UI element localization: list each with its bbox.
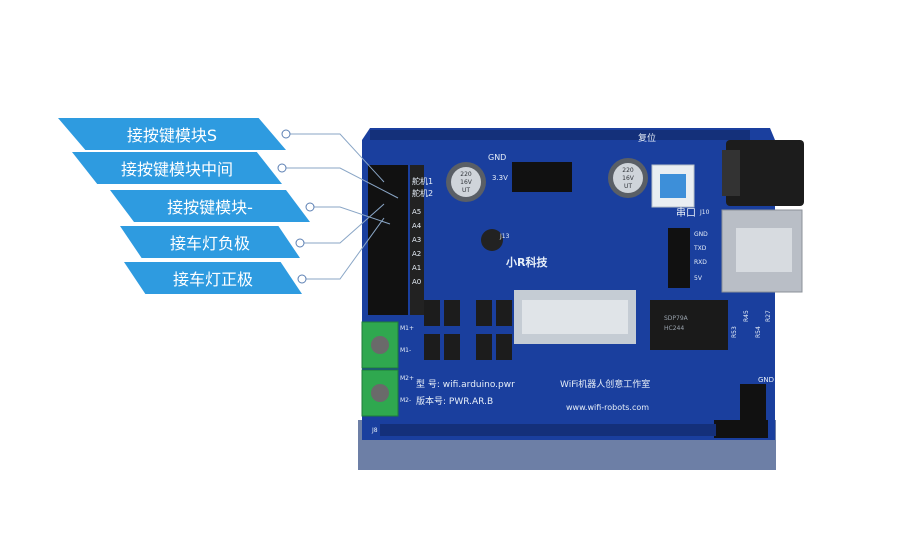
uart-pin-gnd: GND — [694, 231, 708, 238]
uart-pin-rxd: RXD — [694, 259, 707, 266]
uart-pin-txd: TXD — [693, 245, 707, 252]
analog-pin-a4: A4 — [412, 222, 422, 230]
v33-label: 3.3V — [492, 174, 508, 182]
leader-dot — [281, 129, 291, 139]
model-line: 型 号: wifi.arduino.pwr — [416, 379, 515, 390]
screw-terminals — [361, 321, 399, 417]
cap-left-line-3: UT — [462, 187, 470, 194]
pin-header-top — [512, 162, 572, 192]
diode-array — [424, 300, 512, 360]
pin-header-left — [368, 165, 424, 315]
r45-label: R45 — [743, 310, 750, 322]
servo2-label: 舵机2 — [412, 188, 433, 198]
cap-right-line-3: UT — [624, 183, 632, 190]
gnd-right-label: GND — [758, 376, 774, 384]
website-label: www.wifi-robots.com — [566, 403, 649, 412]
j8-label: J8 — [371, 427, 378, 434]
r53-label: R53 — [731, 326, 738, 338]
leader-dot — [297, 274, 307, 284]
callout-label: 接按键模块- — [110, 190, 310, 222]
version-line: 版本号: PWR.AR.B — [416, 395, 493, 407]
j13-label: J13 — [499, 233, 510, 240]
leader-lines — [282, 133, 399, 280]
callout-label: 接车灯正极 — [124, 262, 302, 294]
motor-pin-m2-plus: M2+ — [400, 375, 414, 382]
j10-label: J10 — [699, 209, 710, 216]
r54-label: R54 — [755, 326, 762, 338]
serial-label: 串口 — [676, 207, 696, 219]
cap-right-line-1: 220 — [622, 167, 634, 174]
motor-pin-m1-plus: M1+ — [400, 325, 414, 332]
buffer-ic — [650, 300, 728, 350]
leader-dot — [305, 202, 315, 212]
cap-right-line-2: 16V — [622, 175, 635, 182]
cap-left-line-2: 16V — [460, 179, 473, 186]
leader-dot — [277, 163, 287, 173]
pin-header-right — [740, 384, 766, 426]
company-label: WiFi机器人创意工作室 — [560, 378, 650, 390]
uart-header — [668, 228, 690, 288]
reset-label: 复位 — [638, 132, 656, 144]
analog-pin-a1: A1 — [412, 264, 421, 272]
brand-label: 小R科技 — [505, 255, 548, 269]
callout-label: 接按键模块S — [58, 118, 286, 150]
analog-pin-a2: A2 — [412, 250, 421, 258]
chip-marking-2: HC244 — [664, 325, 684, 332]
motor-pin-m2-minus: M2- — [400, 397, 411, 404]
leader-dot — [295, 238, 305, 248]
r27-label: R27 — [765, 310, 772, 322]
analog-pin-a3: A3 — [412, 236, 421, 244]
analog-pin-a5: A5 — [412, 208, 421, 216]
inductor — [481, 229, 503, 251]
servo1-label: 舵机1 — [412, 176, 433, 186]
callout-label: 接车灯负极 — [120, 226, 300, 258]
analog-pin-a0: A0 — [412, 278, 421, 286]
header-gnd-label: GND — [488, 153, 506, 162]
dc-jack — [726, 140, 804, 206]
uart-pin-5v: 5V — [694, 275, 703, 282]
chip-marking-1: SDP79A — [664, 315, 689, 322]
callout-label: 接按键模块中间 — [72, 152, 282, 184]
motor-pin-m1-minus: M1- — [400, 347, 411, 354]
cap-left-line-1: 220 — [460, 171, 472, 178]
